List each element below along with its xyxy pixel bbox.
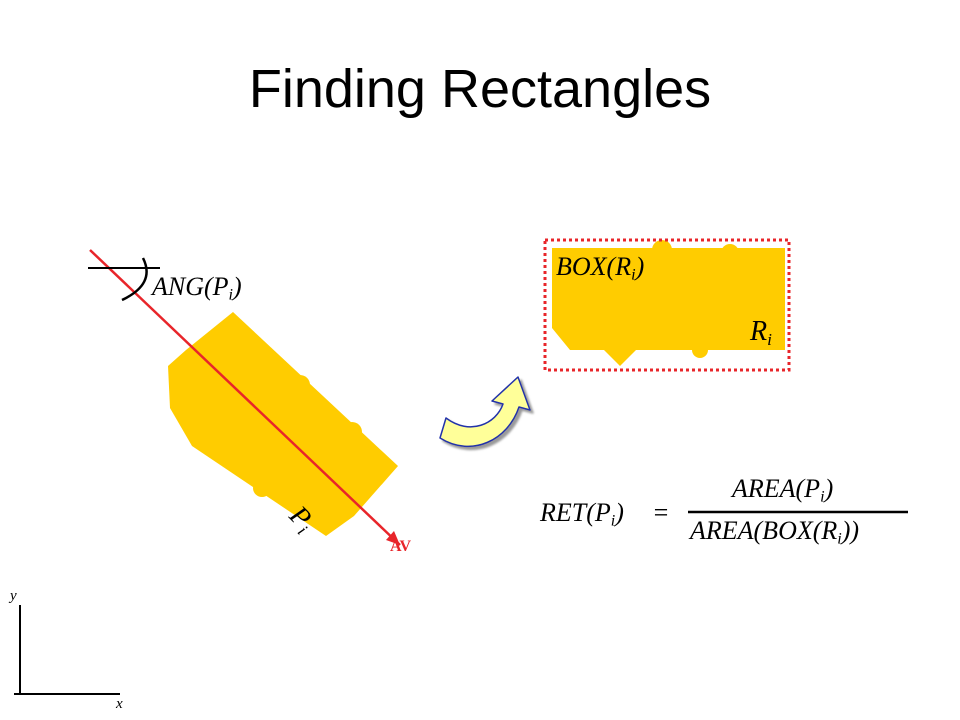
curved-arrow-icon — [439, 376, 531, 448]
bounding-box-ri — [543, 238, 791, 372]
formula-denominator: AREA(BOX(Ri)) — [690, 516, 860, 548]
angle-indicator — [88, 257, 160, 302]
av-label: AV — [390, 538, 412, 555]
polygon-pi — [168, 312, 398, 536]
x-axis-label: x — [116, 696, 123, 712]
slide-title: Finding Rectangles — [248, 59, 712, 119]
av-axis-line — [89, 249, 401, 546]
region-ri — [552, 240, 785, 366]
formula-numerator: AREA(Pi) — [732, 474, 834, 506]
ang-label: ANG(Pi) — [152, 272, 242, 304]
coordinate-axes — [14, 605, 120, 695]
av-arrowhead — [386, 531, 400, 545]
box-label: BOX(Ri) — [556, 252, 645, 284]
y-axis-label: y — [10, 588, 17, 604]
formula-equals: = — [652, 498, 670, 527]
formula-lhs: RET(Pi) — [540, 498, 624, 530]
ri-label: Ri — [750, 316, 772, 349]
